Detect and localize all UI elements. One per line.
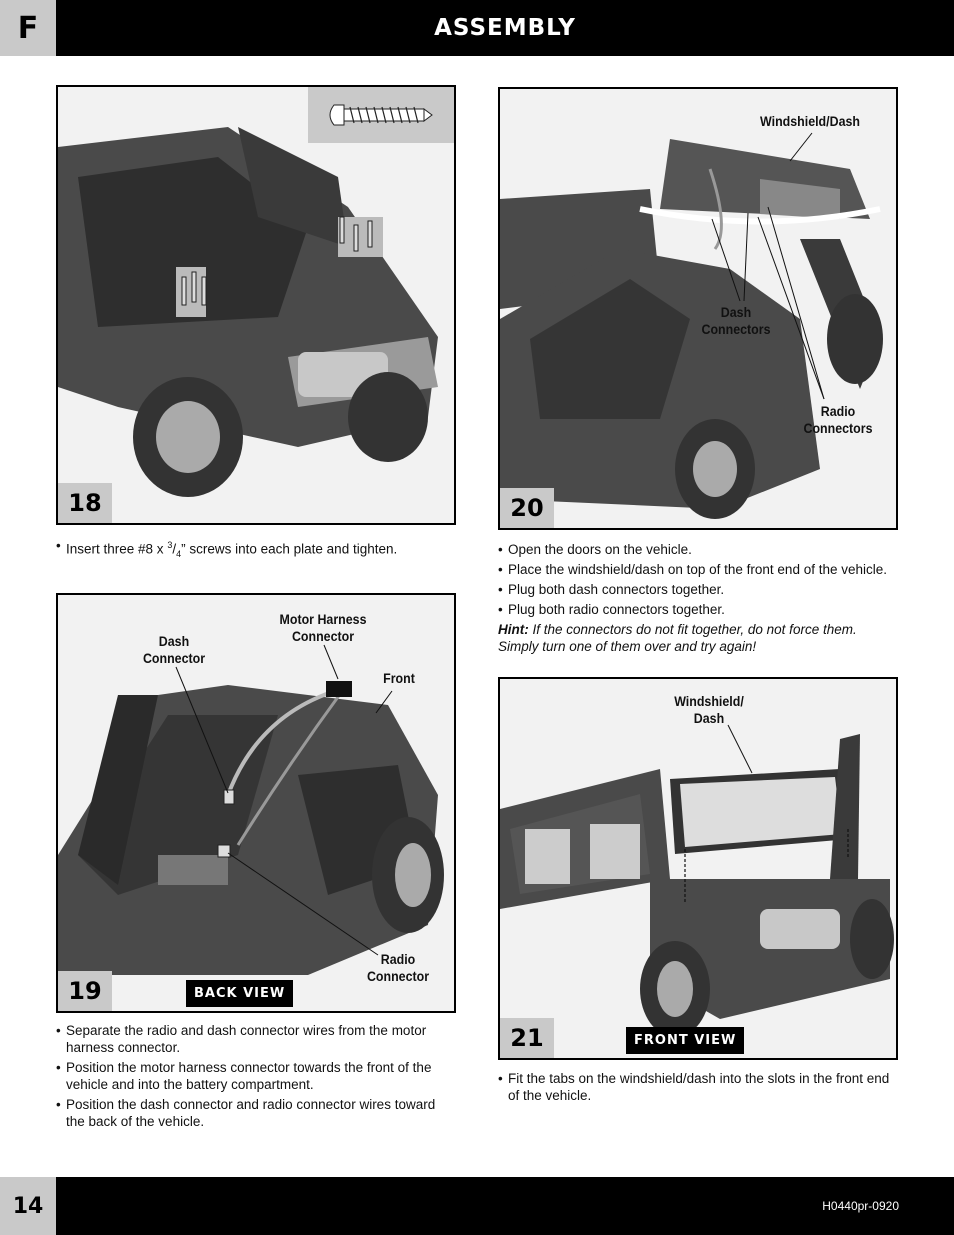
screw-icon	[329, 104, 433, 126]
step-21-illustration	[500, 679, 896, 1058]
instruction-item: Position the motor harness connector tow…	[56, 1059, 448, 1093]
instruction-item: Separate the radio and dash connector wi…	[56, 1022, 448, 1056]
document-code: H0440pr-0920	[822, 1199, 899, 1213]
callout-dash-connector: Dash Connector	[142, 634, 206, 666]
instruction-item: Place the windshield/dash on top of the …	[498, 561, 894, 578]
page-title: ASSEMBLY	[434, 15, 576, 41]
step-21-panel: Windshield/ Dash 21 FRONT VIEW	[498, 677, 898, 1060]
callout-dash-connectors: Dash Connectors	[701, 305, 771, 337]
page-number: 14	[0, 1177, 56, 1235]
step-20-illustration	[500, 89, 896, 528]
hint-body: If the connectors do not fit together, d…	[498, 622, 857, 654]
hint-text: Hint: If the connectors do not fit toget…	[498, 621, 894, 655]
instruction-item: Plug both radio connectors together.	[498, 601, 894, 618]
step-number-18: 18	[58, 483, 112, 523]
view-label-front: FRONT VIEW	[626, 1027, 745, 1054]
step-19-panel: Dash Connector Motor Harness Connector F…	[56, 593, 456, 1013]
step-number-19: 19	[58, 971, 112, 1011]
page-header: F ASSEMBLY	[0, 0, 954, 56]
instruction-item: Open the doors on the vehicle.	[498, 541, 894, 558]
hint-label: Hint:	[498, 622, 529, 637]
step-18-panel: 18	[56, 85, 456, 525]
callout-radio-connectors: Radio Connectors	[803, 404, 873, 436]
instruction-item: Insert three #8 x 3/4” screws into each …	[56, 537, 456, 563]
step-18-illustration	[58, 87, 454, 523]
step-20-instructions: Open the doors on the vehicle. Place the…	[498, 541, 894, 655]
step-20-panel: Windshield/Dash Dash Connectors Radio Co…	[498, 87, 898, 530]
callout-radio-connector: Radio Connector	[366, 952, 430, 984]
page-footer: 14 H0440pr-0920	[0, 1177, 954, 1235]
section-letter: F	[0, 0, 56, 56]
callout-windshield-dash: Windshield/ Dash	[674, 694, 744, 726]
step-number-20: 20	[500, 488, 554, 528]
screw-hardware-box	[308, 87, 454, 143]
instruction-item: Fit the tabs on the windshield/dash into…	[498, 1070, 894, 1104]
step-18-instructions: Insert three #8 x 3/4” screws into each …	[56, 537, 456, 566]
callout-windshield-dash: Windshield/Dash	[760, 114, 860, 129]
instruction-item: Plug both dash connectors together.	[498, 581, 894, 598]
instruction-item: Position the dash connector and radio co…	[56, 1096, 448, 1130]
step-21-instructions: Fit the tabs on the windshield/dash into…	[498, 1070, 894, 1107]
step-19-illustration	[58, 595, 454, 1011]
step-19-instructions: Separate the radio and dash connector wi…	[56, 1022, 448, 1133]
callout-motor-harness-connector: Motor Harness Connector	[279, 612, 367, 644]
step-number-21: 21	[500, 1018, 554, 1058]
callout-front: Front	[383, 671, 415, 686]
view-label-back: BACK VIEW	[186, 980, 294, 1007]
